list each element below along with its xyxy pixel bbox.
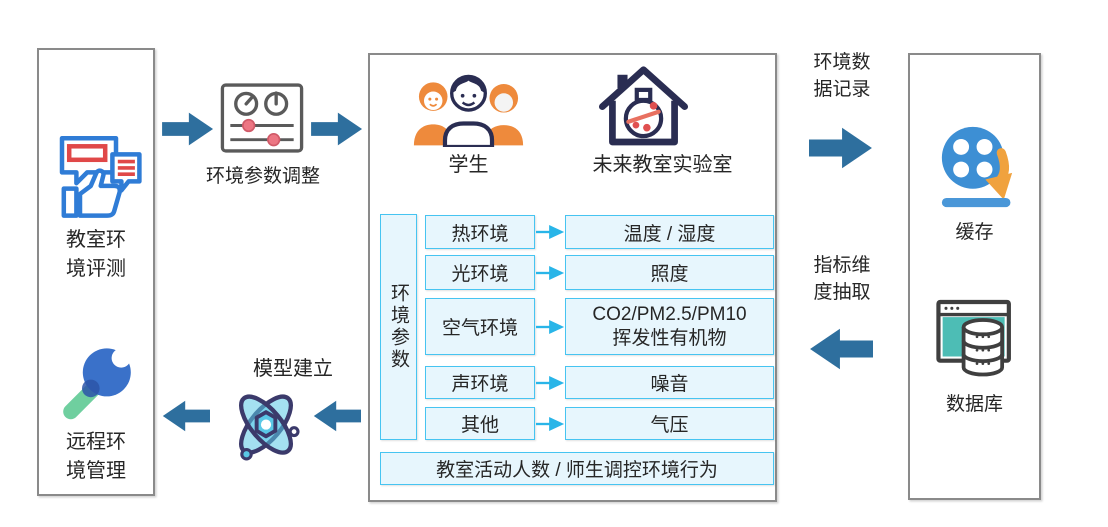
students-icon <box>413 74 524 147</box>
cache-icon <box>941 126 1013 208</box>
row-sound-category-label: 声环境 <box>451 374 509 395</box>
arrow-database-to-classroom-icon <box>809 324 873 374</box>
row-thermal-value: 温度 / 湿度 <box>565 215 774 249</box>
activity-note-label: 教室活动人数 / 师生调控环境行为 <box>436 460 718 481</box>
cache-label: 缓存 <box>955 222 994 243</box>
row-light-arrow-icon <box>536 265 565 281</box>
arrow-adjust-to-classroom-icon <box>311 110 363 148</box>
row-light-value-label: 照度 <box>650 264 689 285</box>
lab-label: 未来教室实验室 <box>592 154 733 176</box>
row-other-value: 气压 <box>565 407 774 440</box>
row-sound-category: 声环境 <box>425 366 535 399</box>
row-thermal-value-label: 温度 / 湿度 <box>623 223 716 245</box>
row-sound-value: 噪音 <box>565 366 774 399</box>
row-other-category: 其他 <box>425 407 535 440</box>
row-air-category-label: 空气环境 <box>441 318 518 339</box>
storage-panel: 缓存 数据库 <box>908 53 1041 500</box>
row-light-category: 光环境 <box>425 255 535 290</box>
evaluation-label-line2: 境评测 <box>66 258 126 280</box>
feedback-icon <box>59 135 142 218</box>
classroom-panel: 学生 未来教室实验室 环境参数 热环境 温度 / 湿度 光环境 照度 空气环境 <box>368 53 777 502</box>
row-thermal-arrow-icon <box>536 224 565 240</box>
row-air-value: CO2/PM2.5/PM10 挥发性有机物 <box>565 298 774 355</box>
management-label-line1: 远程环 <box>66 431 126 453</box>
arrow-model-to-management-icon <box>162 398 210 434</box>
evaluation-label-line1: 教室环 <box>66 229 126 251</box>
wrench-icon <box>63 338 139 420</box>
record-label-line2: 据记录 <box>813 79 871 100</box>
model-label: 模型建立 <box>253 358 333 380</box>
record-label-line1: 环境数 <box>813 52 871 73</box>
row-air-value-label: CO2/PM2.5/PM10 挥发性有机物 <box>592 303 746 351</box>
activity-note-box: 教室活动人数 / 师生调控环境行为 <box>380 452 774 485</box>
arrow-eval-to-adjust-icon <box>162 110 214 148</box>
management-label: 远程环 境管理 <box>39 428 153 486</box>
arrow-classroom-to-cache-icon <box>809 123 873 173</box>
row-air-arrow-icon <box>536 319 565 335</box>
row-light-value: 照度 <box>565 255 774 290</box>
record-label: 环境数 据记录 <box>799 49 885 103</box>
row-other-category-label: 其他 <box>460 415 499 436</box>
row-sound-arrow-icon <box>536 375 565 391</box>
database-label: 数据库 <box>945 394 1003 415</box>
extract-label-line1: 指标维 <box>813 255 871 276</box>
parameter-control-icon <box>220 83 304 153</box>
students-label: 学生 <box>448 154 489 176</box>
row-air-category: 空气环境 <box>425 298 535 355</box>
row-other-value-label: 气压 <box>650 415 689 436</box>
left-panel: 教室环 境评测 远程环 境管理 <box>37 48 155 496</box>
row-thermal-category-label: 热环境 <box>451 223 509 245</box>
row-air-value-line2: 挥发性有机物 <box>612 327 727 349</box>
arrow-classroom-to-model-icon <box>313 398 361 434</box>
param-group-box: 环境参数 <box>380 214 417 440</box>
row-air-value-line1: CO2/PM2.5/PM10 <box>592 303 747 325</box>
param-group-label: 环境参数 <box>388 283 409 371</box>
row-other-arrow-icon <box>536 416 565 432</box>
management-label-line2: 境管理 <box>66 460 126 482</box>
adjust-label: 环境参数调整 <box>205 166 320 187</box>
model-atom-icon <box>239 394 300 461</box>
row-sound-value-label: 噪音 <box>650 374 689 395</box>
extract-label: 指标维 度抽取 <box>799 252 885 306</box>
database-icon <box>936 299 1011 377</box>
row-thermal-category: 热环境 <box>425 215 535 249</box>
row-light-category-label: 光环境 <box>451 264 509 285</box>
lab-house-icon <box>598 66 689 146</box>
extract-label-line2: 度抽取 <box>813 282 871 303</box>
evaluation-label: 教室环 境评测 <box>39 226 153 284</box>
